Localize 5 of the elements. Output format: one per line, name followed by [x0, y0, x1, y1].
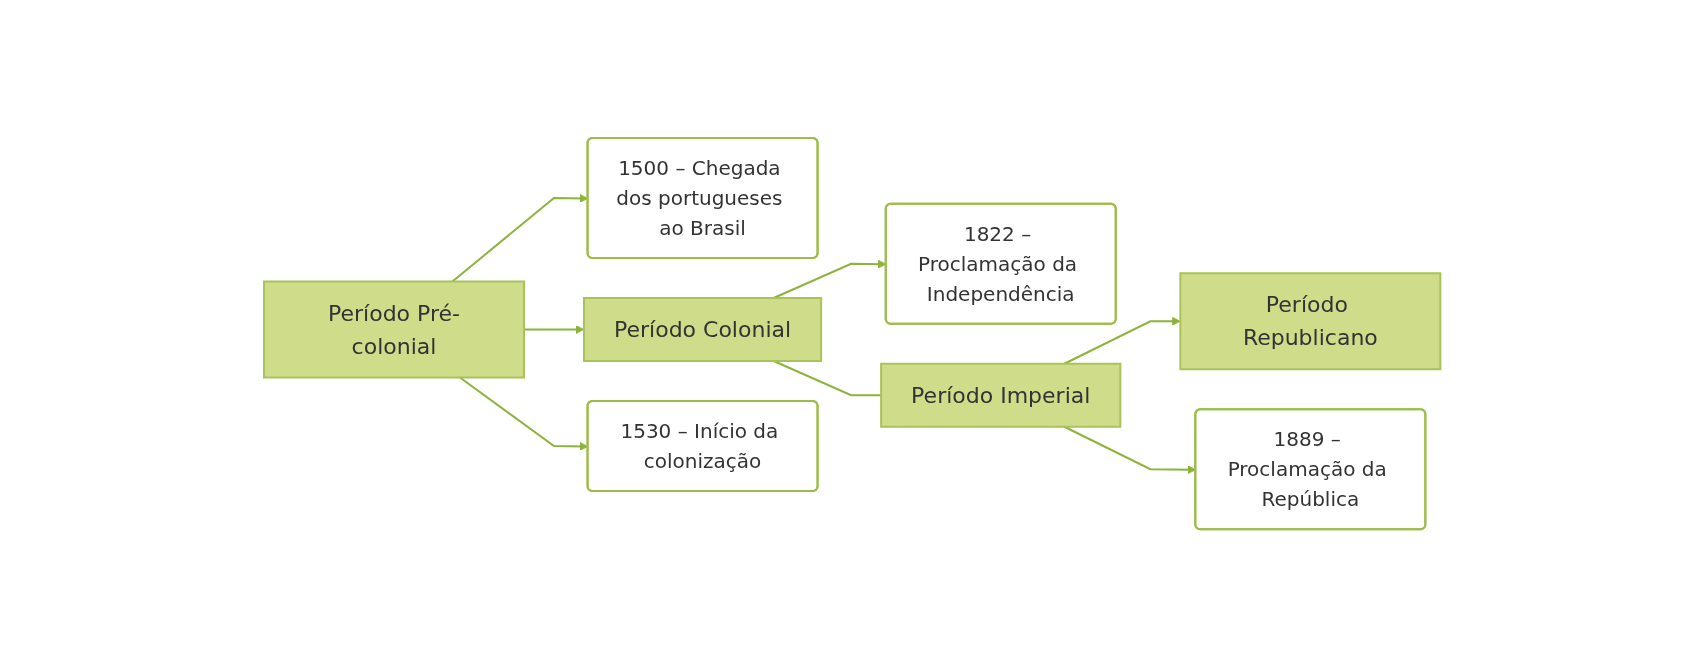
arrow [1063, 317, 1181, 366]
node-box: Período Republicano [1179, 272, 1442, 371]
node-box: Período Colonial [582, 297, 822, 363]
node-box: Período Imperial [879, 363, 1122, 429]
node-box: Período Pré-colonial [262, 280, 525, 379]
